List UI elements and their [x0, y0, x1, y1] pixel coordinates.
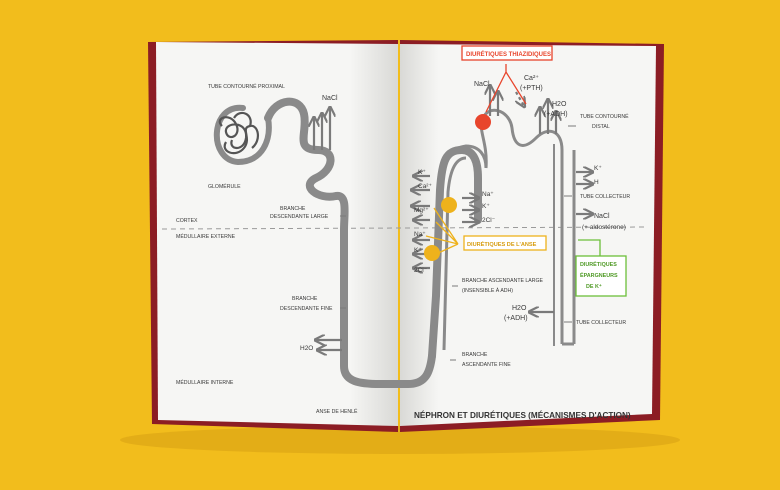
label-branche-asc-fine-1: BRANCHE — [462, 352, 488, 358]
label-thiazide-box: DIURÉTIQUES THIAZIDIQUES — [466, 50, 551, 58]
right-page — [400, 44, 656, 426]
label-k-left2: K⁺ — [414, 247, 422, 254]
label-cl-right: 2Cl⁻ — [482, 217, 496, 224]
label-k-right: K⁺ — [482, 203, 490, 210]
book-shadow — [120, 426, 680, 454]
label-nacl-left: NaCl — [322, 95, 338, 102]
label-sparing-2: ÉPARGNEURS — [580, 271, 618, 279]
arrow-ca — [516, 91, 524, 106]
label-branche-desc-fine-1: BRANCHE — [292, 296, 318, 302]
label-branche-desc-large-2: DESCENDANTE LARGE — [270, 214, 329, 220]
label-sparing-1: DIURÉTIQUES — [580, 260, 617, 268]
label-cl-left: 2Cl⁻ — [414, 267, 428, 274]
label-tube-collecteur-top: TUBE COLLECTEUR — [580, 194, 630, 200]
label-h-collector: H — [594, 179, 599, 186]
sparing-diuretics-box — [575, 255, 627, 297]
ascending-limb-outer — [428, 146, 482, 360]
label-medullaire-externe: MÉDULLAIRE EXTERNE — [176, 233, 236, 240]
label-tube-distal-2: DISTAL — [592, 124, 610, 130]
label-na-right: Na⁺ — [482, 191, 494, 198]
thiazide-connector — [485, 64, 527, 113]
label-branche-asc-large-2: (INSENSIBLE À ADH) — [462, 287, 513, 294]
nephron-tube — [213, 97, 482, 388]
label-ticks — [340, 125, 576, 361]
transport-arrows — [314, 86, 592, 350]
label-pth: (+PTH) — [520, 85, 543, 92]
page-title: NÉPHRON ET DIURÉTIQUES (MÉCANISMES D'ACT… — [414, 410, 631, 420]
label-cortex: CORTEX — [176, 218, 198, 224]
sparing-connector — [578, 239, 601, 256]
label-branche-desc-large-1: BRANCHE — [280, 206, 306, 212]
loop-target-dot-1 — [441, 197, 457, 213]
label-anse-henle: ANSE DE HENLÉ — [316, 408, 358, 415]
descending-limb — [264, 97, 436, 388]
label-nacl-top: NaCl — [474, 81, 490, 88]
thiazide-box — [461, 45, 553, 61]
label-sparing-3: DE K⁺ — [586, 284, 602, 290]
loop-connector — [425, 207, 459, 255]
label-tube-proximal: TUBE CONTOURNÉ PROXIMAL — [208, 83, 285, 90]
label-na-left: Na⁺ — [414, 231, 426, 238]
label-ca-left: Ca²⁺ — [418, 183, 432, 190]
label-h2o-left: H2O — [300, 345, 313, 352]
bowman-capsule — [213, 104, 272, 165]
cortex-boundary-line — [161, 226, 649, 230]
label-adh-top: (+ADH) — [544, 111, 568, 118]
label-k-left: K⁺ — [418, 169, 426, 176]
glomerulus — [218, 111, 259, 155]
label-tube-distal-1: TUBE CONTOURNÉ — [580, 113, 629, 120]
label-h2o-top: H2O — [552, 101, 567, 108]
label-loop-box: DIURÉTIQUES DE L'ANSE — [467, 240, 537, 248]
label-branche-asc-large-1: BRANCHE ASCENDANTE LARGE — [462, 278, 544, 284]
label-ca: Ca²⁺ — [524, 75, 539, 82]
thiazide-target-dot — [475, 114, 491, 130]
label-aldosterone: (+ aldostérone) — [582, 224, 626, 231]
label-h2o-bottom: H2O — [512, 305, 527, 312]
label-branche-desc-fine-2: DESCENDANTE FINE — [280, 306, 333, 312]
label-medullaire-interne: MÉDULLAIRE INTERNE — [176, 379, 234, 386]
label-k-collector: K⁺ — [594, 165, 602, 172]
loop-diuretics-box — [463, 235, 547, 251]
label-mg-left: Mg²⁺ — [414, 207, 429, 214]
label-glomerule: GLOMÉRULE — [208, 183, 241, 190]
label-tube-collecteur-bottom: TUBE COLLECTEUR — [576, 320, 626, 326]
loop-target-dot-2 — [424, 245, 440, 261]
label-nacl-collector: NaCl — [594, 213, 610, 220]
label-branche-asc-fine-2: ASCENDANTE FINE — [462, 362, 511, 368]
label-adh-bottom: (+ADH) — [504, 315, 528, 322]
